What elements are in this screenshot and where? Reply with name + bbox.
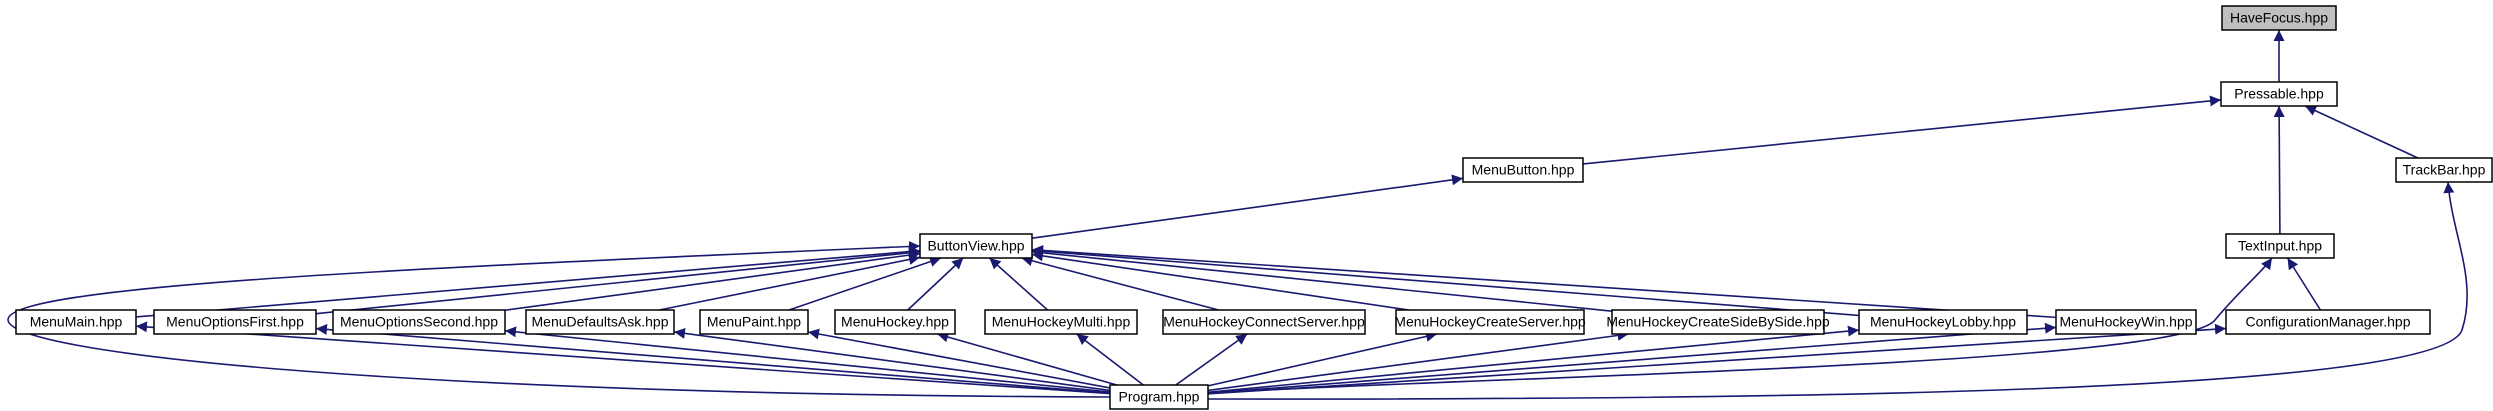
node-textinput-label: TextInput.hpp: [2238, 238, 2322, 254]
edge-menuhockeylobby-to-buttonview: [1031, 245, 1860, 317]
node-menumain-box: [15, 309, 137, 335]
edge-program-to-menuhockeylobby: [1207, 325, 1860, 394]
node-trackbar-label: TrackBar.hpp: [2403, 162, 2486, 178]
node-menuhockey-label: MenuHockey.hpp: [841, 314, 949, 330]
node-menubutton-label: MenuButton.hpp: [1472, 162, 1575, 178]
node-menuoptionssecond-box: [332, 309, 506, 335]
edge-menupaint-to-buttonview: [788, 256, 942, 311]
node-textinput[interactable]: TextInput.hpp: [2225, 233, 2335, 259]
edge-menuoptionssecond-to-buttonview: [504, 249, 921, 312]
edge-program-to-menudefaultsask: [673, 327, 1111, 392]
node-menuhockey[interactable]: MenuHockey.hpp: [834, 309, 956, 335]
node-configurationmanager-label: ConfigurationManager.hpp: [2245, 314, 2410, 330]
node-menuoptionsfirst[interactable]: MenuOptionsFirst.hpp: [153, 309, 317, 335]
node-program[interactable]: Program.hpp: [1109, 384, 1209, 410]
node-menuhockeycreateserver-label: MenuHockeyCreateServer.hpp: [1394, 314, 1586, 330]
node-menuhockeyconnectserver[interactable]: MenuHockeyConnectServer.hpp: [1162, 309, 1366, 335]
edge-trackbar-to-pressable: [2304, 105, 2419, 159]
node-menuoptionsfirst-box: [153, 309, 317, 335]
edge-menuhockeywin-to-buttonview: [1031, 244, 2057, 319]
edge-program-to-menuoptionssecond: [504, 326, 1111, 393]
node-pressable-box: [2220, 81, 2338, 107]
node-menuhockeycreateserver-box: [1395, 309, 1585, 335]
edge-program-to-menuhockeywin: [1207, 322, 2057, 394]
node-menuhockeyconnectserver-label: MenuHockeyConnectServer.hpp: [1163, 314, 1365, 330]
node-menuhockeymulti-label: MenuHockeyMulti.hpp: [992, 314, 1131, 330]
node-havefocus-label: HaveFocus.hpp: [2230, 10, 2328, 26]
node-program-label: Program.hpp: [1119, 389, 1200, 405]
edge-program-to-menuhockeycreateserver: [1207, 331, 1438, 387]
node-menuhockeylobby-box: [1858, 309, 2028, 335]
node-menupaint-label: MenuPaint.hpp: [707, 314, 801, 330]
node-menuhockeymulti[interactable]: MenuHockeyMulti.hpp: [984, 309, 1138, 335]
node-pressable-label: Pressable.hpp: [2234, 86, 2324, 102]
node-trackbar-box: [2395, 157, 2493, 183]
node-menuhockeylobby[interactable]: MenuHockeyLobby.hpp: [1858, 309, 2028, 335]
edge-menubutton-to-pressable: [1582, 95, 2222, 165]
edge-menumain-to-buttonview: [135, 246, 921, 318]
node-menubutton-box: [1462, 157, 1584, 183]
node-menuhockeyconnectserver-box: [1162, 309, 1366, 335]
node-menuhockeylobby-label: MenuHockeyLobby.hpp: [1870, 314, 2016, 330]
node-configurationmanager-box: [2225, 309, 2431, 335]
node-menudefaultsask-label: MenuDefaultsAsk.hpp: [532, 314, 669, 330]
node-menuhockeycreatesidebyside-box: [1611, 309, 1825, 335]
node-textinput-box: [2225, 233, 2335, 259]
edge-menuoptionsfirst-to-buttonview: [315, 247, 921, 315]
edges-layer: [7, 30, 2468, 400]
node-pressable[interactable]: Pressable.hpp: [2220, 81, 2338, 107]
edge-program-to-menuhockeyconnectserver: [1175, 333, 1248, 386]
node-buttonview-label: ButtonView.hpp: [927, 238, 1024, 254]
node-configurationmanager[interactable]: ConfigurationManager.hpp: [2225, 309, 2431, 335]
node-havefocus[interactable]: HaveFocus.hpp: [2221, 5, 2337, 31]
edge-buttonview-to-menubutton: [1031, 174, 1464, 240]
edge-program-to-buttonview: [7, 240, 1111, 398]
edge-menuhockeycreatesidebyside-to-buttonview: [1031, 247, 1613, 312]
edge-program-to-menuhockey: [937, 331, 1117, 386]
node-menuhockeycreateserver[interactable]: MenuHockeyCreateServer.hpp: [1394, 309, 1586, 335]
node-menudefaultsask[interactable]: MenuDefaultsAsk.hpp: [525, 309, 675, 335]
node-menuhockey-box: [834, 309, 956, 335]
edge-program-to-configurationmanager: [1207, 323, 2227, 395]
edge-menuhockeycreateserver-to-buttonview: [1031, 250, 1409, 311]
edge-menuhockeyconnectserver-to-buttonview: [1021, 255, 1219, 311]
node-menuoptionssecond[interactable]: MenuOptionsSecond.hpp: [332, 309, 506, 335]
edge-program-to-menuhockeycreatesidebyside: [1207, 330, 1629, 392]
edge-textinput-to-pressable: [2273, 105, 2285, 235]
edge-menudefaultsask-to-buttonview: [659, 254, 921, 311]
node-menuhockeycreatesidebyside[interactable]: MenuHockeyCreateSideBySide.hpp: [1606, 309, 1830, 335]
node-menuoptionssecond-label: MenuOptionsSecond.hpp: [340, 314, 498, 330]
node-menumain-label: MenuMain.hpp: [30, 314, 123, 330]
node-menuhockeywin-label: MenuHockeyWin.hpp: [2059, 314, 2192, 330]
node-program-box: [1109, 384, 1209, 410]
edge-program-to-menuoptionsfirst: [315, 323, 1111, 394]
edge-configurationmanager-to-textinput: [2286, 257, 2322, 311]
edge-program-to-menupaint: [807, 328, 1111, 389]
node-menupaint-box: [699, 309, 809, 335]
edge-program-to-menuhockeymulti: [1076, 333, 1144, 386]
node-menupaint[interactable]: MenuPaint.hpp: [699, 309, 809, 335]
edge-program-to-menumain: [135, 321, 1111, 395]
node-menumain[interactable]: MenuMain.hpp: [15, 309, 137, 335]
node-menudefaultsask-box: [525, 309, 675, 335]
node-buttonview[interactable]: ButtonView.hpp: [919, 233, 1033, 259]
node-menuhockeymulti-box: [984, 309, 1138, 335]
node-menuoptionsfirst-label: MenuOptionsFirst.hpp: [166, 314, 304, 330]
nodes-layer: HaveFocus.hppPressable.hppMenuButton.hpp…: [15, 5, 2493, 410]
node-buttonview-box: [919, 233, 1033, 259]
edge-program-to-textinput: [1207, 257, 2273, 394]
node-menubutton[interactable]: MenuButton.hpp: [1462, 157, 1584, 183]
node-menuhockeycreatesidebyside-label: MenuHockeyCreateSideBySide.hpp: [1606, 314, 1830, 330]
edge-menuhockey-to-buttonview: [907, 257, 964, 311]
node-menuhockeywin[interactable]: MenuHockeyWin.hpp: [2055, 309, 2197, 335]
node-havefocus-box: [2221, 5, 2337, 31]
node-trackbar[interactable]: TrackBar.hpp: [2395, 157, 2493, 183]
edge-program-to-trackbar: [1207, 181, 2468, 400]
node-menuhockeywin-box: [2055, 309, 2197, 335]
edge-menuhockeymulti-to-buttonview: [988, 257, 1049, 311]
